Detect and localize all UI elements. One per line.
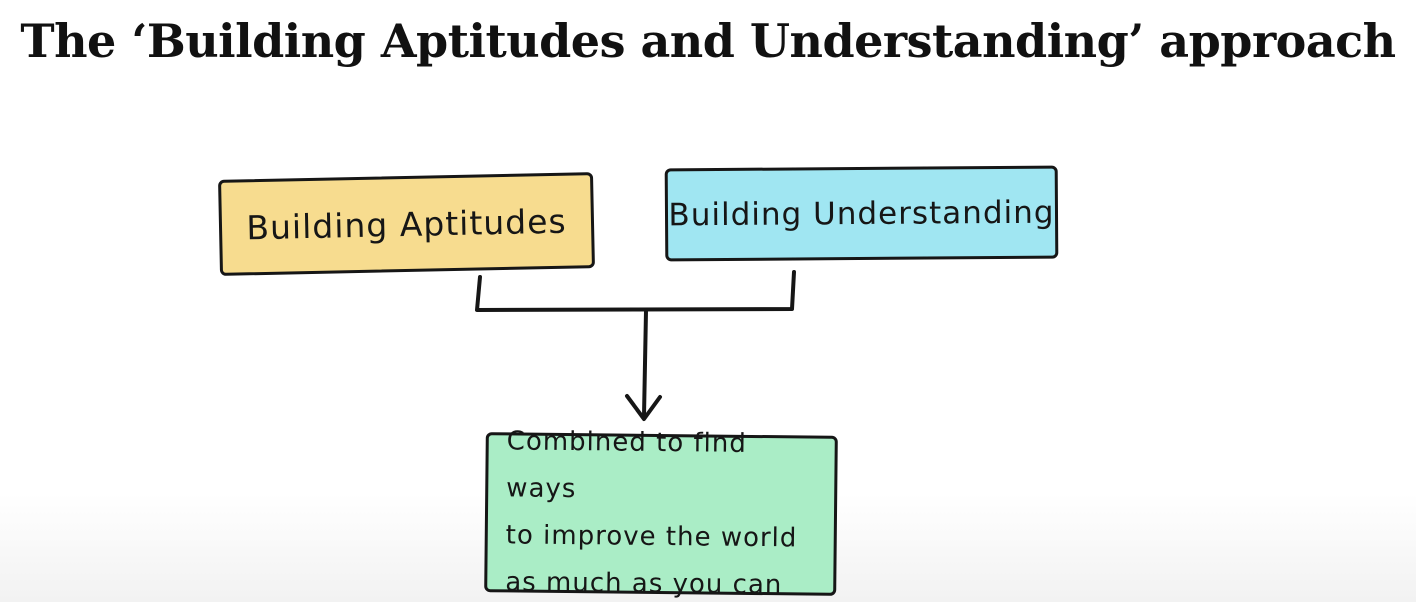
building-aptitudes-box: Building Aptitudes [218, 172, 595, 276]
result-line-2: to improve the world [505, 520, 798, 554]
result-line-1: Combined to find ways [506, 426, 747, 505]
building-aptitudes-label: Building Aptitudes [245, 201, 568, 247]
combined-result-text: Combined to find ways to improve the wor… [505, 418, 825, 609]
page-title: The ‘Building Aptitudes and Understandin… [20, 14, 1396, 68]
down-arrow-shaft [642, 309, 648, 418]
combined-result-box: Combined to find ways to improve the wor… [484, 426, 838, 600]
bracket-connector [475, 270, 796, 312]
building-understanding-label: Building Understanding [668, 194, 1055, 233]
result-line-3: as much as you can [505, 567, 783, 601]
down-arrow-head [625, 394, 662, 421]
building-understanding-box: Building Understanding [664, 165, 1059, 262]
